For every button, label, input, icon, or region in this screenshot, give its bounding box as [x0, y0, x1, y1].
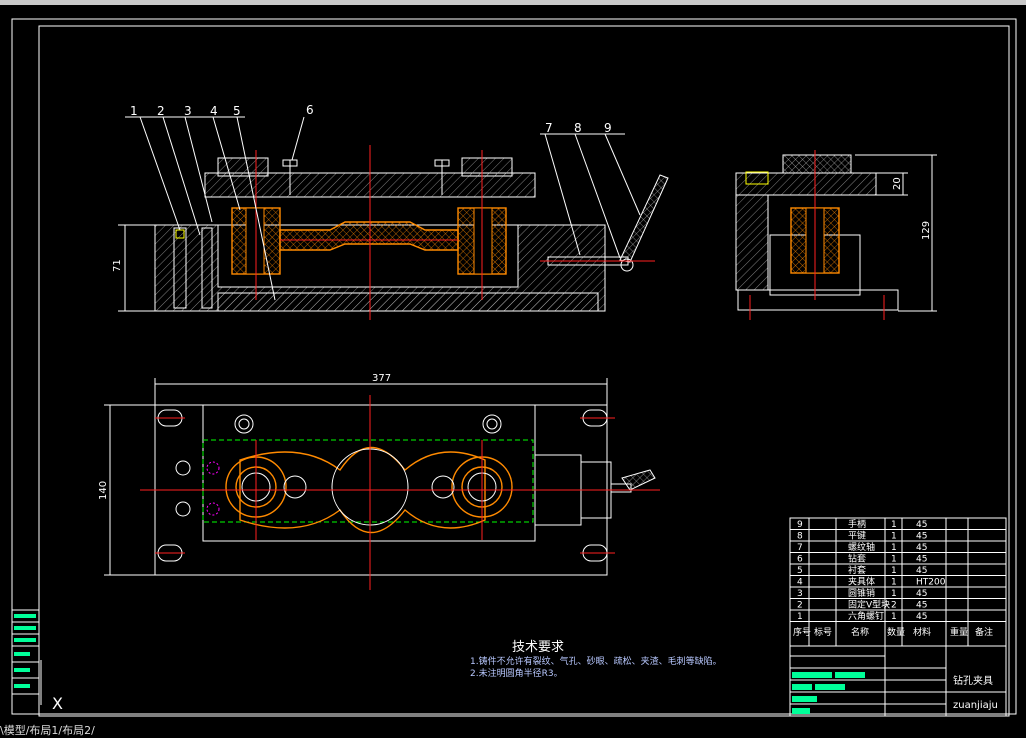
- dim-plan-height: 140: [98, 481, 109, 500]
- bom-cell-qty: 1: [891, 612, 897, 622]
- bom-cell-qty: 1: [891, 532, 897, 542]
- bom-header-qty: 数量: [887, 626, 905, 638]
- bom-cell-material: 45: [916, 566, 927, 576]
- bom-cell-name: 钻套: [848, 553, 866, 565]
- bom-cell-no: 5: [797, 566, 803, 576]
- bom-cell-material: 45: [916, 612, 927, 622]
- drawing-canvas[interactable]: 71 1 2 3 4 5 6 7 8 9: [0, 5, 1026, 722]
- bom-cell-name: 固定V型块: [848, 599, 890, 611]
- part-label-9: 9: [604, 121, 612, 135]
- dim-side-top: 20: [892, 177, 903, 190]
- drawing-frame: [38, 25, 1010, 717]
- bom-header-weight: 重量: [950, 626, 968, 638]
- bom-cell-no: 9: [797, 520, 803, 530]
- bom-cell-material: 45: [916, 532, 927, 542]
- title-name: 钻孔夹具: [953, 674, 993, 687]
- side-view: 20 129: [735, 150, 937, 320]
- bom-cell-no: 7: [797, 543, 803, 553]
- part-label-5: 5: [233, 104, 241, 118]
- layout-tabs-status[interactable]: \模型/布局1/布局2/: [0, 724, 95, 737]
- ucs-x-label: X: [52, 694, 63, 713]
- dim-side-height: 129: [921, 221, 932, 240]
- technical-notes: 技术要求 1.铸件不允许有裂纹、气孔、砂眼、疏松、夹渣、毛刺等缺陷。 2.未注明…: [470, 640, 722, 679]
- bom-header-material: 材料: [913, 626, 931, 638]
- title-bar-strip: [0, 0, 1026, 5]
- front-view: 71 1 2 3 4 5 6 7 8 9: [112, 103, 669, 320]
- bom-header-remark: 备注: [975, 626, 993, 638]
- left-revision-strip: [11, 609, 40, 715]
- bom-cell-qty: 1: [891, 589, 897, 599]
- part-label-6: 6: [306, 103, 314, 117]
- bom-cell-name: 手柄: [848, 518, 866, 530]
- sheet-border: [11, 18, 1017, 715]
- bom-cell-no: 1: [797, 612, 803, 622]
- title-code: zuanjiaju: [953, 700, 998, 711]
- bom-header-name: 名称: [851, 626, 869, 638]
- part-label-4: 4: [210, 104, 218, 118]
- bom-cell-qty: 1: [891, 543, 897, 553]
- bom-cell-material: 45: [916, 520, 927, 530]
- bom-cell-qty: 1: [891, 520, 897, 530]
- bom-cell-name: 螺纹轴: [848, 541, 875, 553]
- bom-cell-name: 衬套: [848, 564, 866, 576]
- bom-cell-name: 平键: [848, 530, 866, 542]
- bom-cell-name: 六角螺钉: [848, 610, 884, 622]
- part-label-2: 2: [157, 104, 165, 118]
- bom-cell-qty: 2: [891, 601, 897, 611]
- part-label-7: 7: [545, 121, 553, 135]
- dim-plan-width: 377: [372, 373, 391, 384]
- part-label-8: 8: [574, 121, 582, 135]
- notes-line-2: 2.未注明圆角半径R3。: [470, 667, 563, 679]
- bom-cell-material: 45: [916, 555, 927, 565]
- bom-cell-material: HT200: [916, 578, 946, 588]
- bom-cell-no: 4: [797, 578, 803, 588]
- bom-header-code: 标号: [814, 626, 832, 638]
- part-label-3: 3: [184, 104, 192, 118]
- ucs-axis-icon: X: [40, 660, 63, 713]
- bom-cell-no: 8: [797, 532, 803, 542]
- bom-cell-name: 夹具体: [848, 576, 875, 588]
- bom-cell-no: 2: [797, 601, 803, 611]
- title-block: 钻孔夹具 zuanjiaju: [789, 645, 1007, 717]
- bom-cell-material: 45: [916, 543, 927, 553]
- notes-title: 技术要求: [512, 640, 564, 655]
- bom-cell-material: 45: [916, 601, 927, 611]
- plan-view: 377 140: [98, 373, 660, 590]
- bom-header-no: 序号: [793, 626, 811, 638]
- notes-line-1: 1.铸件不允许有裂纹、气孔、砂眼、疏松、夹渣、毛刺等缺陷。: [470, 655, 722, 667]
- bom-cell-name: 圆锥销: [848, 587, 875, 599]
- bom-cell-qty: 1: [891, 566, 897, 576]
- bom-cell-no: 6: [797, 555, 803, 565]
- bom-cell-qty: 1: [891, 555, 897, 565]
- bom-cell-no: 3: [797, 589, 803, 599]
- part-label-1: 1: [130, 104, 138, 118]
- bom-cell-material: 45: [916, 589, 927, 599]
- bom-cell-qty: 1: [891, 578, 897, 588]
- dim-front-height: 71: [112, 259, 123, 272]
